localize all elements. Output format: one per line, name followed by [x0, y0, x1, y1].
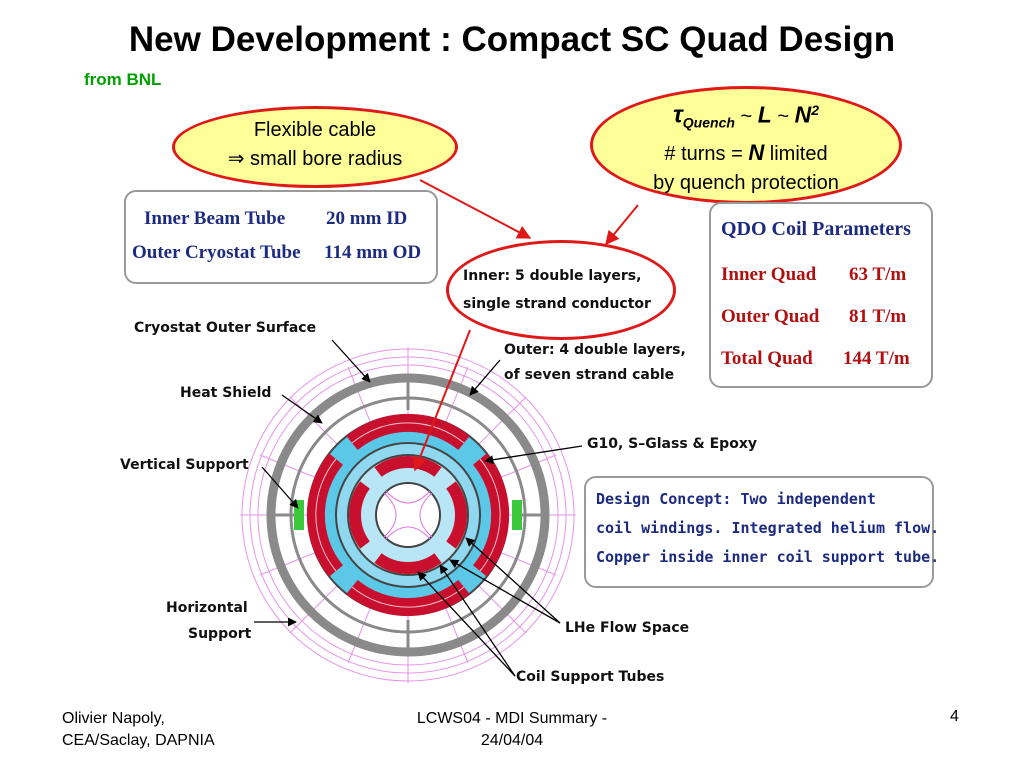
callout-left-line2: small bore radius [244, 148, 403, 170]
inner-beam-tube-value: 20 mm ID [326, 208, 408, 229]
inner-beam-tube-label: Inner Beam Tube [144, 208, 286, 229]
g10-epoxy-label: G10, S–Glass & Epoxy [587, 436, 757, 452]
flexible-cable-callout: Flexible cable ⇒ small bore radius [172, 106, 458, 188]
design-concept-line2: coil windings. Integrated helium flow. [596, 519, 940, 537]
design-concept-line3: Copper inside inner coil support tube. [596, 548, 940, 566]
quench-subscript: Quench [682, 114, 735, 131]
outer-cryostat-tube-label: Outer Cryostat Tube [132, 242, 301, 263]
slide-title: New Development : Compact SC Quad Design [128, 20, 896, 59]
heat-shield-label: Heat Shield [180, 385, 272, 401]
design-concept-box: Design Concept: Two independent coil win… [584, 476, 940, 588]
footer-author: Olivier Napoly, CEA/Saclay, DAPNIA [62, 710, 215, 749]
cryostat-outer-surface-label: Cryostat Outer Surface [134, 320, 317, 336]
callout-left-line1: Flexible cable [253, 119, 377, 141]
tau-symbol: τ [672, 101, 683, 129]
inner-coil-windings [349, 456, 467, 574]
outer-cryostat-tube-value: 114 mm OD [324, 242, 422, 263]
callout-arrows [413, 179, 639, 472]
footer-event: LCWS04 - MDI Summary - 24/04/04 [416, 710, 608, 749]
outer-coil-label-1: Outer: 4 double layers, [504, 342, 686, 358]
tube-dimensions-box: Inner Beam Tube 20 mm ID Outer Cryostat T… [124, 190, 438, 284]
lhe-flow-space-label: LHe Flow Space [565, 620, 690, 636]
slide-subtitle: from BNL [84, 70, 162, 89]
inductance-L: L [757, 101, 772, 128]
turns-N: N [794, 101, 812, 128]
design-concept-line1: Design Concept: Two independent [596, 490, 876, 508]
vertical-support-pads [294, 500, 522, 530]
leader-arrows [254, 339, 583, 677]
horizontal-support-label-1: Horizontal [166, 600, 248, 616]
coil-parameters-title: QDO Coil Parameters [721, 218, 911, 240]
inner-coil-ellipse: Inner: 5 double layers, single strand co… [446, 240, 676, 340]
coil-support-tubes-label: Coil Support Tubes [516, 669, 665, 685]
vertical-support-label: Vertical Support [120, 457, 249, 473]
quench-protection-text: by quench protection [653, 171, 839, 194]
page-number: 4 [950, 708, 959, 725]
support-posts [269, 376, 547, 654]
outer-coil-label-2: of seven strand cable [504, 367, 675, 383]
beam-bore [375, 482, 441, 548]
implies-arrow-icon: ⇒ [227, 148, 245, 170]
horizontal-support-label-2: Support [188, 626, 252, 642]
quench-callout: τQuench ~ L ~ N2 # turns = N limited by … [590, 86, 902, 204]
